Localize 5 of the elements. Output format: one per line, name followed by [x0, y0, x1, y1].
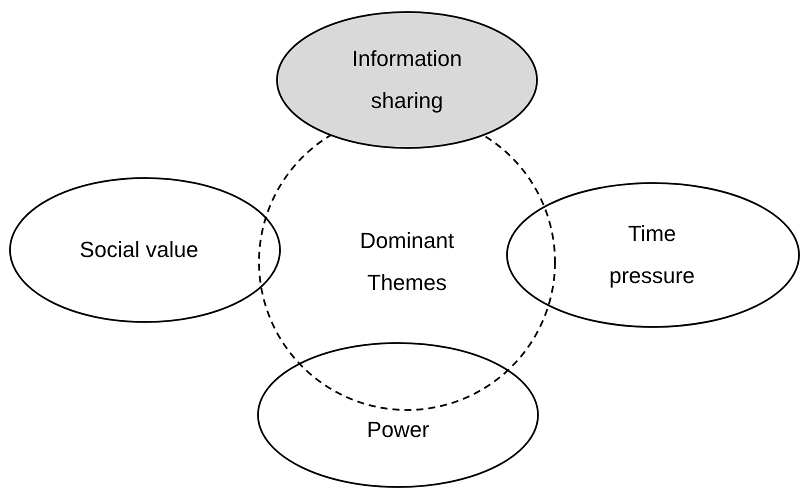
node-label: Time pressure — [608, 220, 696, 290]
node-label: Information sharing — [350, 45, 464, 115]
node-label: Power — [366, 416, 430, 444]
node-label: Dominant Themes — [358, 227, 456, 297]
node-label: Social value — [78, 236, 200, 264]
